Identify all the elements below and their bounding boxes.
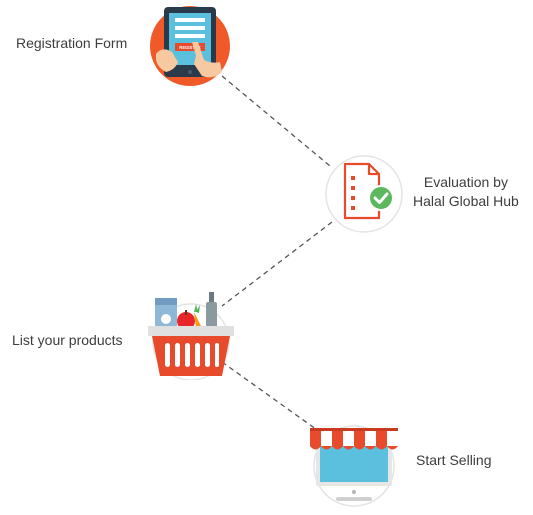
products-step-icon-wrap — [146, 290, 236, 380]
connector-products-to-selling — [221, 361, 321, 433]
evaluation-step-icon-wrap — [324, 154, 404, 234]
connector-evaluation-to-products — [221, 221, 333, 307]
products-label-line: List your products — [12, 332, 123, 348]
registration-step-label: Registration Form — [16, 34, 127, 53]
connector-registration-to-evaluation — [221, 75, 331, 167]
products-step-label: List your products — [12, 331, 123, 350]
registration-label-line: Registration Form — [16, 35, 128, 51]
evaluation-step-label: Evaluation by Halal Global Hub — [413, 173, 519, 211]
storefront-monitor-icon — [310, 425, 398, 507]
evaluation-checklist-icon — [325, 155, 403, 233]
tablet-register-button-text: REGISTER — [179, 45, 200, 50]
registration-tablet-icon: REGISTER — [150, 6, 230, 86]
selling-step-icon-wrap — [306, 422, 402, 508]
registration-step-icon-wrap: REGISTER — [148, 2, 232, 88]
selling-step-label: Start Selling — [416, 451, 491, 470]
selling-label-line: Start Selling — [416, 452, 492, 468]
evaluation-label-line-2: Halal Global Hub — [413, 193, 519, 209]
evaluation-label-line-1: Evaluation by — [423, 174, 508, 190]
grocery-basket-icon — [148, 292, 234, 380]
